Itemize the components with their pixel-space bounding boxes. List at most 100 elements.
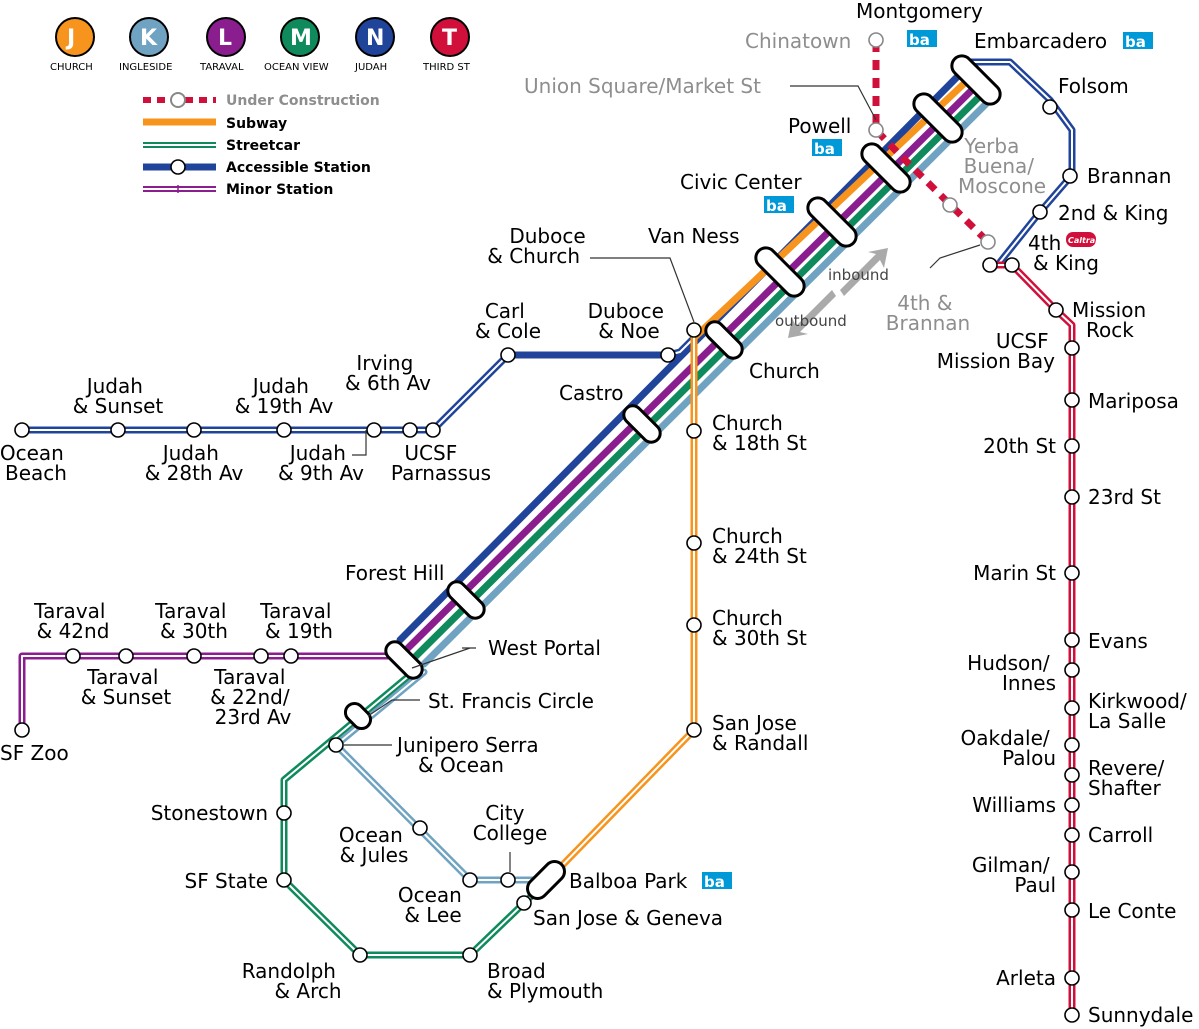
station-sunnydale[interactable]	[1064, 1007, 1080, 1023]
station-randolph-arch[interactable]	[352, 947, 368, 963]
label-duboce-church: Duboce & Church	[487, 224, 592, 268]
station-embarcadero[interactable]	[948, 52, 1005, 109]
station-duboce-church[interactable]	[686, 322, 702, 338]
station-balboa-park[interactable]	[523, 857, 568, 902]
label-ucsf-parnassus: UCSF Parnassus	[391, 441, 491, 485]
outbound-label: outbound	[775, 312, 847, 330]
svg-text:INGLESIDE: INGLESIDE	[119, 62, 172, 73]
station-yerba-buena[interactable]	[942, 197, 958, 213]
station-23rd-st[interactable]	[1064, 489, 1080, 505]
station-revere[interactable]	[1064, 767, 1080, 783]
station-van-ness[interactable]	[752, 244, 809, 301]
station-20th-st[interactable]	[1064, 438, 1080, 454]
label-ocean-beach: Ocean Beach	[0, 441, 70, 485]
station-evans[interactable]	[1064, 632, 1080, 648]
station-ocean-jules[interactable]	[412, 820, 428, 836]
station-taraval-42nd[interactable]	[65, 648, 81, 664]
label-sf-state: SF State	[185, 869, 269, 893]
station-irving-6th[interactable]	[402, 422, 418, 438]
legend-accessible: Accessible Station	[143, 159, 371, 176]
svg-text:CHURCH: CHURCH	[50, 62, 93, 73]
station-carl-cole[interactable]	[500, 347, 516, 363]
label-taraval-30th: Taraval & 30th	[154, 599, 233, 643]
label-mission-rock: Mission Rock	[1072, 298, 1152, 342]
station-powell[interactable]	[858, 140, 915, 197]
station-church-30th[interactable]	[686, 617, 702, 633]
station-carroll[interactable]	[1064, 827, 1080, 843]
station-4th-brannan[interactable]	[980, 234, 996, 250]
leader-lines	[344, 85, 981, 872]
inbound-label: inbound	[828, 266, 889, 284]
station-civic-center[interactable]	[804, 194, 861, 251]
station-church-24th[interactable]	[686, 535, 702, 551]
station-union-square[interactable]	[868, 122, 884, 138]
station-chinatown[interactable]	[868, 32, 884, 48]
station-mission-rock[interactable]	[1048, 302, 1064, 318]
label-taraval-19th: Taraval & 19th	[259, 599, 338, 643]
station-ucsf-parnassus[interactable]	[425, 422, 441, 438]
station-montgomery[interactable]	[910, 90, 967, 147]
label-st-francis: St. Francis Circle	[428, 689, 594, 713]
station-san-jose-randall[interactable]	[686, 722, 702, 738]
station-city-college[interactable]	[500, 872, 516, 888]
station-gilman[interactable]	[1064, 864, 1080, 880]
station-junipero-serra[interactable]	[328, 737, 344, 753]
label-evans: Evans	[1088, 629, 1148, 653]
label-city-college: City College	[473, 801, 548, 845]
station-mariposa[interactable]	[1064, 392, 1080, 408]
label-duboce-noe: Duboce & Noe	[588, 299, 671, 343]
station-broad-plymouth[interactable]	[462, 947, 478, 963]
direction-arrows: inbound outbound	[775, 248, 889, 338]
station-stonestown[interactable]	[276, 805, 292, 821]
subway-n-line	[396, 68, 966, 644]
station-hudson-innes[interactable]	[1064, 662, 1080, 678]
svg-text:K: K	[140, 26, 158, 51]
station-taraval-30th[interactable]	[186, 648, 202, 664]
station-san-jose-geneva[interactable]	[516, 895, 532, 911]
station-kirkwood[interactable]	[1064, 700, 1080, 716]
label-junipero-serra: Junipero Serra & Ocean	[395, 733, 545, 777]
station-ocean-lee[interactable]	[462, 872, 478, 888]
station-sf-state[interactable]	[276, 872, 292, 888]
label-san-jose-geneva: San Jose & Geneva	[533, 906, 723, 930]
station-church[interactable]	[702, 318, 746, 362]
station-taraval-sunset[interactable]	[118, 648, 134, 664]
station-marin-st[interactable]	[1064, 565, 1080, 581]
badge-l: L TARAVAL	[199, 17, 246, 73]
station-judah-sunset[interactable]	[110, 422, 126, 438]
outbound-arrow-icon	[788, 290, 836, 338]
station-taraval-22nd[interactable]	[253, 648, 269, 664]
station-ocean-beach[interactable]	[14, 422, 30, 438]
station-2nd-king[interactable]	[1032, 204, 1048, 220]
subway-stations	[342, 52, 1005, 902]
station-williams[interactable]	[1064, 797, 1080, 813]
station-judah-19th[interactable]	[276, 422, 292, 438]
station-judah-28th[interactable]	[186, 422, 202, 438]
station-taraval-19th[interactable]	[283, 648, 299, 664]
station-arleta[interactable]	[1064, 970, 1080, 986]
svg-text:OCEAN VIEW: OCEAN VIEW	[264, 62, 329, 73]
station-4th-king-b[interactable]	[1004, 257, 1020, 273]
station-sf-zoo[interactable]	[14, 722, 30, 738]
label-west-portal: West Portal	[488, 636, 601, 660]
label-carl-cole: Carl & Cole	[475, 299, 541, 343]
station-judah-9th[interactable]	[366, 422, 382, 438]
station-folsom[interactable]	[1042, 99, 1058, 115]
station-forest-hill[interactable]	[444, 578, 488, 622]
label-4th-king: 4th & King	[1028, 231, 1099, 275]
station-brannan[interactable]	[1062, 168, 1078, 184]
label-23rd-st: 23rd St	[1088, 485, 1161, 509]
transfer-logos: ba ba ba ba ba Caltrain	[702, 30, 1153, 891]
station-west-portal[interactable]	[382, 638, 426, 682]
svg-text:ba: ba	[814, 140, 835, 158]
station-4th-king-a[interactable]	[982, 257, 998, 273]
station-st-francis[interactable]	[342, 700, 375, 733]
station-castro[interactable]	[620, 402, 664, 446]
station-le-conte[interactable]	[1064, 902, 1080, 918]
station-oakdale[interactable]	[1064, 737, 1080, 753]
svg-text:Caltrain: Caltrain	[1068, 236, 1104, 245]
station-church-18th[interactable]	[686, 423, 702, 439]
station-duboce-noe[interactable]	[660, 347, 676, 363]
t-third-line	[984, 261, 1076, 1019]
station-ucsf-mission-bay[interactable]	[1064, 340, 1080, 356]
